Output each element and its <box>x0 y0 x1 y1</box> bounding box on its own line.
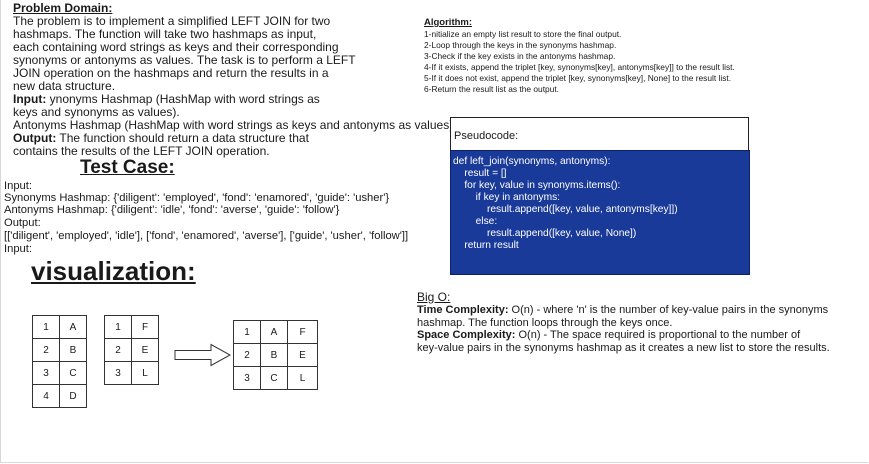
pseudocode-header: Pseudocode: <box>450 117 749 150</box>
code-line: else: <box>453 216 498 227</box>
problem-heading: Problem Domain: <box>13 1 113 15</box>
pseudocode-label: Pseudocode: <box>454 130 519 142</box>
time-complexity-cont: hashmap. The function loops through the … <box>417 317 673 329</box>
problem-line: hashmaps. The function will take two has… <box>13 27 317 41</box>
problem-line: The problem is to implement a simplified… <box>13 14 331 28</box>
table-cell: B <box>260 343 288 367</box>
algorithm-step: 1-nitialize an empty list result to stor… <box>424 29 622 39</box>
problem-line: new data structure. <box>13 79 116 93</box>
algorithm-step: 3-Check if the key exists in the antonym… <box>424 51 616 61</box>
table-cell: C <box>59 361 87 385</box>
code-line: def left_join(synonyms, antonyms): <box>453 156 611 167</box>
problem-line: each containing word strings as keys and… <box>13 40 339 54</box>
test-case-line: Antonyms Hashmap: {'diligent': 'idle', '… <box>4 204 340 216</box>
algorithm-step: 5-If it does not exist, append the tripl… <box>424 73 732 83</box>
table-cell: 2 <box>233 343 261 367</box>
algorithm-step: 2-Loop through the keys in the synonyms … <box>424 40 617 50</box>
output-description: Output: The function should return a dat… <box>13 131 309 145</box>
right-arrow-icon <box>174 343 232 367</box>
code-line: result.append([key, value, antonyms[key]… <box>453 204 678 215</box>
test-case-title: Test Case: <box>80 157 175 178</box>
table-cell: 2 <box>104 338 132 362</box>
input-description: Input: ynonyms Hashmap (HashMap with wor… <box>13 92 320 106</box>
table-cell: A <box>59 315 87 339</box>
table-cell: E <box>131 338 159 362</box>
pseudocode-block: def left_join(synonyms, antonyms): resul… <box>450 150 750 275</box>
table-cell: B <box>59 338 87 362</box>
visualization-title: visualization: <box>31 256 196 286</box>
table-cell: C <box>260 366 288 390</box>
big-o-heading: Big O: <box>417 290 451 304</box>
code-line: for key, value in synonyms.items(): <box>453 180 621 191</box>
table-cell: 1 <box>104 315 132 339</box>
table-cell: E <box>287 343 318 367</box>
table-cell: F <box>131 315 159 339</box>
problem-line: JOIN operation on the hashmaps and retur… <box>13 66 329 80</box>
test-case-line: Synonyms Hashmap: {'diligent': 'employed… <box>4 192 390 204</box>
algorithm-step: 4-If it exists, append the triplet [key,… <box>424 62 735 72</box>
test-case-line: Input: <box>4 243 32 255</box>
table-cell: L <box>287 366 318 390</box>
output-description-cont: contains the results of the LEFT JOIN op… <box>13 144 270 158</box>
table-cell: 3 <box>104 361 132 385</box>
antonyms-description: Antonyms Hashmap (HashMap with word stri… <box>13 118 457 132</box>
test-case-line: Output: <box>4 217 41 229</box>
table-cell: 3 <box>32 361 60 385</box>
code-line: result.append([key, value, None]) <box>453 228 637 239</box>
code-line: if key in antonyms: <box>453 192 561 203</box>
problem-line: synonyms or antonyms as values. The task… <box>13 53 356 67</box>
table-cell: D <box>59 384 87 408</box>
table-cell: F <box>287 320 318 344</box>
test-case-line: [['diligent', 'employed', 'idle'], ['fon… <box>4 230 409 242</box>
code-line: result = [] <box>453 168 507 179</box>
table-cell: L <box>131 361 159 385</box>
test-case-line: Input: <box>4 180 32 192</box>
table-cell: 1 <box>233 320 261 344</box>
table-cell: 3 <box>233 366 261 390</box>
space-complexity: Space Complexity: O(n) - The space requi… <box>417 329 801 341</box>
table-cell: 1 <box>32 315 60 339</box>
table-cell: 2 <box>32 338 60 362</box>
time-complexity: Time Complexity: O(n) - where 'n' is the… <box>417 304 829 316</box>
table-cell: 4 <box>32 384 60 408</box>
space-complexity-cont: key-value pairs in the synonyms hashmap … <box>417 342 830 354</box>
code-line: return result <box>453 240 519 251</box>
algorithm-step: 6-Return the result list as the output. <box>424 84 560 94</box>
input-description-cont: keys and synonyms as values). <box>13 105 180 119</box>
table-cell: A <box>260 320 288 344</box>
algorithm-title: Algorithm: <box>424 17 473 28</box>
